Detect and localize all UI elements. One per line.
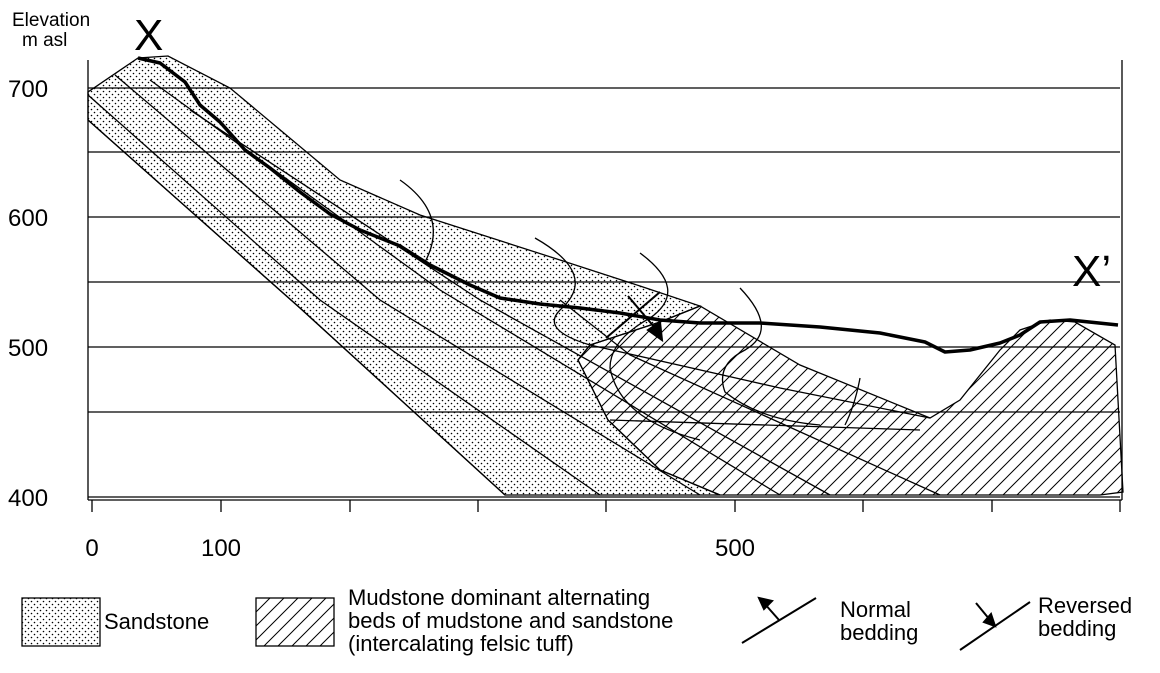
y-axis-title-line1: Elevation (12, 10, 90, 31)
y-tick-label: 600 (8, 205, 48, 232)
x-tick-label: 0 (85, 535, 98, 562)
section-start-label: X (134, 11, 163, 60)
reversed-bedding-icon (959, 601, 1031, 651)
legend-mudstone-line: (intercalating felsic tuff) (348, 631, 574, 656)
mudstone-swatch (255, 597, 335, 647)
legend-reversed-bedding-text: Reversed bedding (1038, 594, 1132, 640)
y-axis-title-line2: m asl (22, 30, 67, 51)
y-tick-label: 700 (8, 76, 48, 103)
section-end-label: X’ (1072, 247, 1111, 296)
plot-frame (87, 60, 1123, 501)
legend-normal-line: bedding (840, 620, 919, 645)
topographic-profile (137, 56, 1119, 354)
legend-reversed-line: Reversed (1038, 593, 1133, 618)
fold-traces (399, 179, 861, 441)
legend-mudstone-line: Mudstone dominant alternating (348, 585, 651, 610)
legend-sandstone-label: Sandstone (104, 609, 210, 634)
bedding-boundaries (87, 74, 941, 496)
legend-normal-bedding-text: Normal bedding (840, 598, 918, 644)
sandstone-swatch (21, 597, 101, 647)
legend-reversed-line: bedding (1038, 616, 1117, 641)
y-tick-label: 500 (8, 335, 48, 362)
legend-mudstone-text: Mudstone dominant alternating beds of mu… (348, 586, 673, 655)
legend-mudstone-line: beds of mudstone and sandstone (348, 608, 674, 633)
x-tick-label: 500 (715, 535, 755, 562)
x-tick-label: 100 (201, 535, 241, 562)
x-axis-ticks (91, 500, 1121, 512)
y-tick-label: 400 (8, 485, 48, 512)
reversed-bedding-symbol (605, 291, 664, 343)
normal-bedding-icon (741, 596, 817, 644)
legend-normal-line: Normal (840, 597, 911, 622)
